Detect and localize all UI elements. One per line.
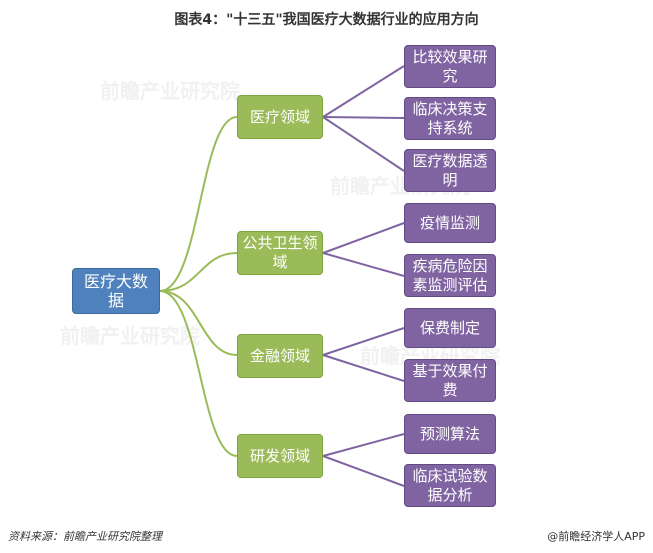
- branch-node-finance: 金融领域: [237, 334, 323, 378]
- leaf-node: 临床决策支持系统: [404, 97, 496, 140]
- link-root-branch-4: [159, 290, 238, 457]
- leaf-node: 预测算法: [404, 414, 496, 454]
- link-branch-4-leaf-2: [322, 455, 405, 487]
- branch-node-medical: 医疗领域: [237, 95, 323, 139]
- link-branch-1-leaf-1: [322, 65, 405, 118]
- leaf-node: 基于效果付费: [404, 359, 496, 402]
- leaf-node: 临床试验数据分析: [404, 464, 496, 507]
- link-root-branch-3: [159, 290, 238, 356]
- source-note: 资料来源：前瞻产业研究院整理: [8, 530, 162, 543]
- branch-node-public-health: 公共卫生领域: [237, 231, 323, 275]
- credit-note: @前瞻经济学人APP: [547, 530, 645, 543]
- leaf-node: 疾病危险因素监测评估: [404, 254, 496, 297]
- leaf-node: 疫情监测: [404, 203, 496, 243]
- link-branch-2-leaf-2: [322, 252, 405, 277]
- branch-node-rnd: 研发领域: [237, 434, 323, 478]
- leaf-node: 比较效果研究: [404, 45, 496, 88]
- link-branch-3-leaf-2: [322, 354, 405, 382]
- chart-title: 图表4："十三五"我国医疗大数据行业的应用方向: [174, 12, 479, 28]
- leaf-node: 医疗数据透明: [404, 149, 496, 192]
- root-node: 医疗大数据: [72, 268, 160, 314]
- link-branch-4-leaf-1: [322, 433, 405, 457]
- link-branch-2-leaf-1: [322, 222, 405, 254]
- leaf-node: 保费制定: [404, 308, 496, 348]
- link-branch-3-leaf-1: [322, 327, 405, 356]
- link-root-branch-2: [159, 252, 238, 292]
- link-branch-1-leaf-2: [322, 116, 405, 119]
- link-branch-1-leaf-3: [322, 116, 405, 172]
- link-root-branch-1: [159, 116, 238, 292]
